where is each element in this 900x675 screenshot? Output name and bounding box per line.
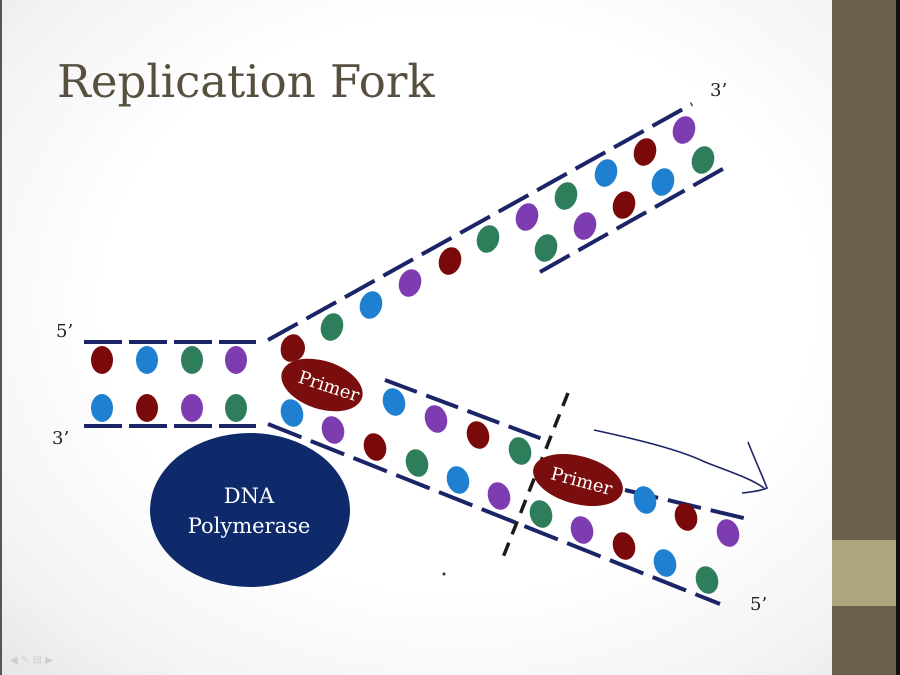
lower-inner-base-purple [716, 519, 740, 547]
upper-inner-base-green [534, 234, 558, 262]
upper-outer-base-purple [398, 269, 422, 297]
upper-outer-base-blue [594, 159, 618, 187]
window-edge [0, 0, 2, 675]
lower-inner-base-blue [633, 486, 657, 514]
label-3prime-upper-right: 3’ [710, 80, 727, 101]
upper-outer-base-green [554, 182, 578, 210]
dna-polymerase-label-line2: Polymerase [188, 514, 311, 538]
parent-top-base-blue [136, 346, 158, 374]
pen-icon[interactable]: ✎ [20, 655, 30, 666]
primer-2 [533, 453, 623, 507]
lower-inner-base-green [508, 437, 532, 465]
upper-inner-backbone [539, 164, 729, 274]
stray-dot [442, 572, 446, 576]
primer-1 [281, 358, 363, 412]
lower-inner-base-blue [382, 388, 406, 416]
upper-outer-base-purple [515, 203, 539, 231]
upper-inner-base-green [691, 146, 715, 174]
replication-fork-diagram: DNA Polymerase Primer Primer 5’ 3’ 3’ 5’ [52, 80, 769, 615]
lower-outer-backbone [267, 422, 721, 606]
slideshow-toolbar[interactable]: ◀ ✎ ▤ ▶ [10, 655, 53, 666]
lower-outer-base-blue [280, 399, 304, 427]
upper-outer-base-green [476, 225, 500, 253]
upper-outer-base-maroon [438, 247, 462, 275]
lower-outer-base-purple [570, 516, 594, 544]
slide-sidebar-accent [832, 540, 896, 606]
label-3prime-bottom-left: 3’ [52, 428, 69, 449]
direction-arrow-annotation [593, 429, 769, 494]
window-edge-right [896, 0, 900, 675]
slide-canvas [0, 0, 832, 675]
lower-inner-base-purple [424, 405, 448, 433]
upper-inner-base-maroon [612, 191, 636, 219]
lower-outer-base-green [529, 500, 553, 528]
parent-top-base-green [181, 346, 203, 374]
lower-outer-base-green [405, 449, 429, 477]
lower-outer-base-blue [653, 549, 677, 577]
upper-inner-base-blue [651, 168, 675, 196]
parent-bottom-base-purple [181, 394, 203, 422]
lower-inner-base-maroon [674, 503, 698, 531]
extras: DNA Polymerase Primer Primer 5’ 3’ 3’ 5’ [52, 80, 769, 615]
slide-title: Replication Fork [57, 55, 435, 108]
parent-bottom-base-blue [91, 394, 113, 422]
label-5prime-top-left: 5’ [56, 321, 73, 342]
dna-polymerase [150, 433, 350, 587]
parent-top-base-maroon [91, 346, 113, 374]
lower-outer-base-green [695, 566, 719, 594]
upper-inner-base-purple [573, 212, 597, 240]
lower-inner-base-maroon [466, 421, 490, 449]
okazaki-cut-line [500, 392, 570, 561]
lower-outer-base-purple [321, 416, 345, 444]
parent-bottom-base-maroon [136, 394, 158, 422]
lower-inner-backbone-1 [384, 378, 546, 442]
lower-outer-base-blue [446, 466, 470, 494]
upper-outer-base-green [320, 313, 344, 341]
parent-bottom-base-green [225, 394, 247, 422]
lower-outer-base-maroon [363, 433, 387, 461]
slides-icon[interactable]: ▤ [32, 655, 42, 666]
prev-icon[interactable]: ◀ [10, 655, 18, 666]
label-5prime-lower-right: 5’ [750, 594, 767, 615]
lower-outer-base-purple [487, 482, 511, 510]
next-icon[interactable]: ▶ [45, 655, 53, 666]
upper-outer-base-blue [359, 291, 383, 319]
parent-top-base-purple [225, 346, 247, 374]
dna-polymerase-label-line1: DNA [224, 484, 275, 508]
upper-outer-base-purple [672, 116, 696, 144]
upper-outer-backbone [267, 102, 693, 342]
bases [91, 116, 740, 594]
upper-outer-base-maroon [633, 138, 657, 166]
lower-outer-base-maroon [612, 532, 636, 560]
primer-1-cap [281, 335, 305, 361]
